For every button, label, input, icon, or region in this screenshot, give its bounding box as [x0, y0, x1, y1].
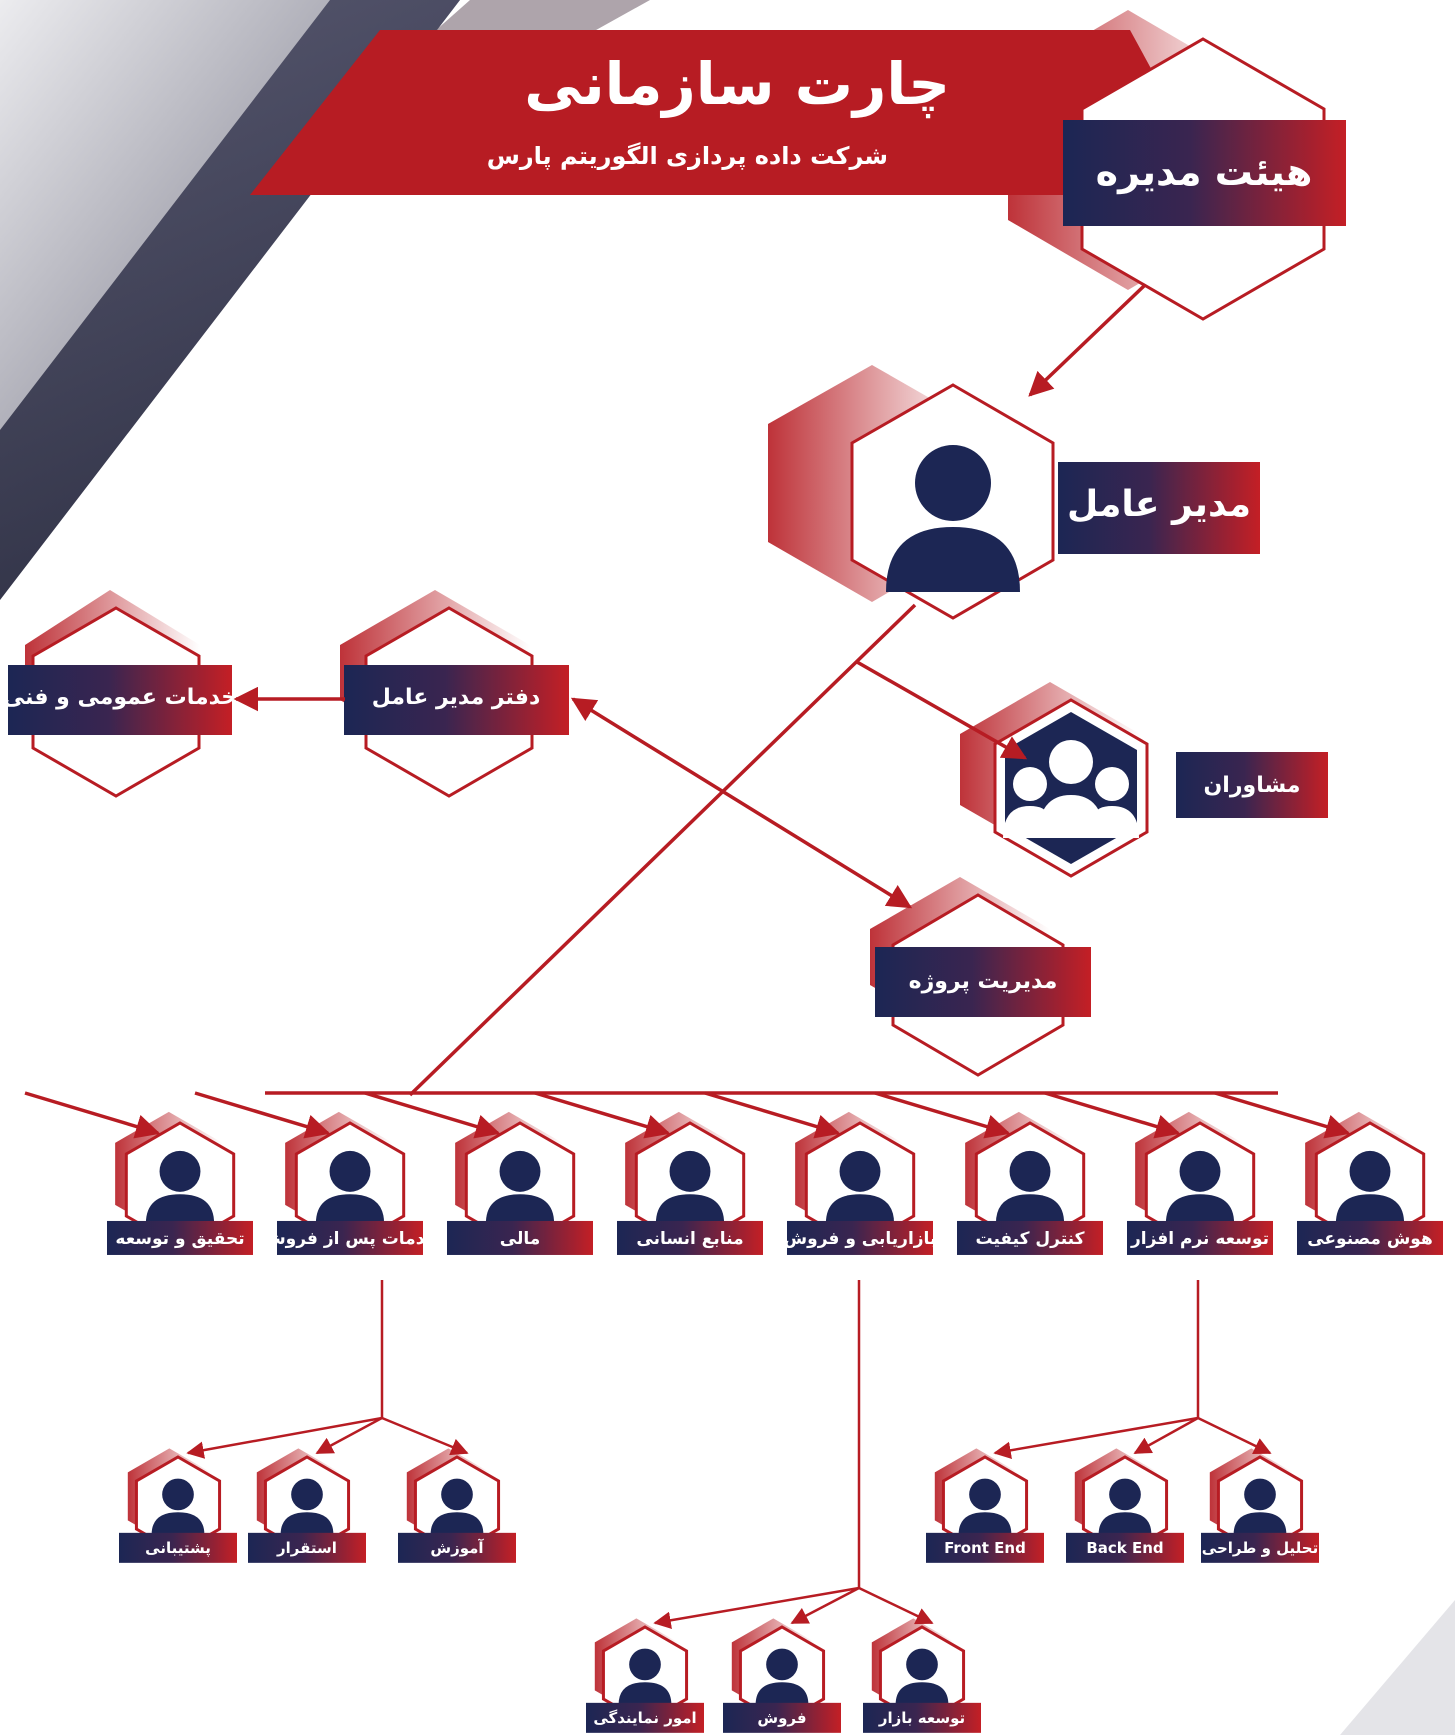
subunit-arrow — [1197, 1416, 1272, 1455]
project-management-label: مدیریت پروژه — [909, 969, 1058, 994]
person-icon — [886, 445, 1020, 592]
department-arrow — [874, 1091, 1011, 1139]
subunit-node-label: استقرار — [276, 1539, 337, 1557]
person-icon — [1098, 1478, 1152, 1535]
subunit-node[interactable]: استقرار — [248, 1448, 366, 1563]
department-node[interactable]: خدمات پس از فروش — [262, 1111, 438, 1255]
board-label: هیئت مدیره — [1096, 150, 1313, 194]
department-node-label: تحقیق و توسعه — [115, 1229, 244, 1249]
subunit-node[interactable]: تحلیل و طراحی — [1201, 1448, 1319, 1563]
person-icon — [315, 1150, 385, 1224]
department-node-label: مالی — [500, 1229, 541, 1249]
department-node[interactable]: بازاریابی و فروش — [784, 1111, 937, 1255]
person-icon — [1233, 1478, 1287, 1535]
person-icon — [895, 1648, 949, 1705]
ceo-office-label: دفتر مدیر عامل — [372, 685, 541, 710]
person-icon — [485, 1150, 555, 1224]
subunit-node-label: Front End — [944, 1539, 1026, 1557]
department-arrow — [364, 1091, 501, 1139]
department-arrow — [24, 1091, 161, 1139]
person-icon — [151, 1478, 205, 1535]
subunit-arrow — [186, 1416, 383, 1459]
department-node[interactable]: منابع انسانی — [617, 1111, 763, 1255]
ceo-node[interactable]: مدیر عامل — [768, 365, 1260, 620]
department-node[interactable]: توسعه نرم افزار — [1127, 1111, 1273, 1255]
subunit-node-label: فروش — [757, 1709, 806, 1727]
department-arrow — [1214, 1091, 1351, 1139]
subunit-node-label: Back End — [1086, 1539, 1163, 1557]
subunit-arrow — [381, 1416, 469, 1456]
advisors-node[interactable]: مشاوران — [960, 682, 1328, 878]
department-node[interactable]: کنترل کیفیت — [957, 1111, 1103, 1255]
department-arrows — [24, 1091, 1351, 1139]
subunit-arrow — [315, 1416, 383, 1455]
person-icon — [280, 1478, 334, 1535]
person-icon — [655, 1150, 725, 1224]
project-management-node[interactable]: مدیریت پروژه — [870, 877, 1091, 1077]
subunit-arrow — [993, 1416, 1199, 1459]
header-band — [250, 30, 1220, 195]
subunit-arrow — [653, 1586, 860, 1629]
connectors — [233, 283, 1278, 1097]
department-node-label: توسعه نرم افزار — [1130, 1229, 1269, 1249]
subunit-node[interactable]: پشتیبانی — [119, 1448, 237, 1563]
department-node[interactable]: مالی — [447, 1111, 593, 1255]
subunit-arrow — [858, 1586, 934, 1625]
subunit-node[interactable]: Back End — [1066, 1448, 1184, 1563]
subunit-node[interactable]: آموزش — [398, 1448, 516, 1563]
subunit-connectors — [186, 1280, 1272, 1629]
person-icon — [995, 1150, 1065, 1224]
subunit-node[interactable]: فروش — [723, 1618, 841, 1733]
department-arrow — [534, 1091, 671, 1139]
subunit-node[interactable]: امور نمایندگی — [586, 1618, 704, 1733]
page-title: چارت سازمانی — [524, 50, 950, 118]
subunit-node-label: آموزش — [430, 1539, 484, 1557]
subunit-node-label: توسعه بازار — [878, 1709, 965, 1727]
person-icon — [825, 1150, 895, 1224]
department-arrow — [1044, 1091, 1181, 1139]
general-services-label: خدمات عمومی و فنی — [3, 685, 237, 710]
department-node-label: خدمات پس از فروش — [262, 1229, 438, 1249]
person-icon — [618, 1648, 672, 1705]
department-arrow — [704, 1091, 841, 1139]
subunit-node-label: پشتیبانی — [145, 1539, 211, 1558]
department-node[interactable]: تحقیق و توسعه — [107, 1111, 253, 1255]
person-icon — [1165, 1150, 1235, 1224]
page-subtitle: شرکت داده پردازی الگوریتم پارس — [486, 142, 888, 170]
ceo-label: مدیر عامل — [1067, 484, 1251, 525]
advisors-label: مشاوران — [1204, 773, 1301, 798]
person-icon — [755, 1648, 809, 1705]
subunit-rows: تحلیل و طراحی Back End Front End آموزش استقر… — [119, 1448, 1319, 1733]
subunit-arrow — [790, 1586, 860, 1625]
department-row: هوش مصنوعی توسعه نرم افزار کنترل کیفیت بازا… — [107, 1111, 1443, 1255]
ceo-office-node[interactable]: دفتر مدیر عامل — [340, 590, 569, 798]
subunit-node-label: تحلیل و طراحی — [1202, 1539, 1318, 1557]
subunit-node[interactable]: توسعه بازار — [863, 1618, 981, 1733]
board-node[interactable]: هیئت مدیره — [1008, 10, 1346, 321]
subunit-node[interactable]: Front End — [926, 1448, 1044, 1563]
group-icon — [1003, 740, 1139, 838]
general-services-node[interactable]: خدمات عمومی و فنی — [3, 590, 237, 798]
department-node-label: کنترل کیفیت — [975, 1229, 1084, 1249]
department-arrow — [194, 1091, 331, 1139]
department-node-label: بازاریابی و فروش — [784, 1229, 937, 1249]
department-node-label: منابع انسانی — [636, 1229, 743, 1249]
person-icon — [958, 1478, 1012, 1535]
person-icon — [1335, 1150, 1405, 1224]
person-icon — [145, 1150, 215, 1224]
person-icon — [430, 1478, 484, 1535]
department-node[interactable]: هوش مصنوعی — [1297, 1111, 1443, 1255]
corner-decoration-bottom — [1340, 1600, 1455, 1735]
subunit-node-label: امور نمایندگی — [593, 1709, 696, 1727]
department-node-label: هوش مصنوعی — [1307, 1229, 1433, 1249]
subunit-arrow — [1133, 1416, 1199, 1455]
